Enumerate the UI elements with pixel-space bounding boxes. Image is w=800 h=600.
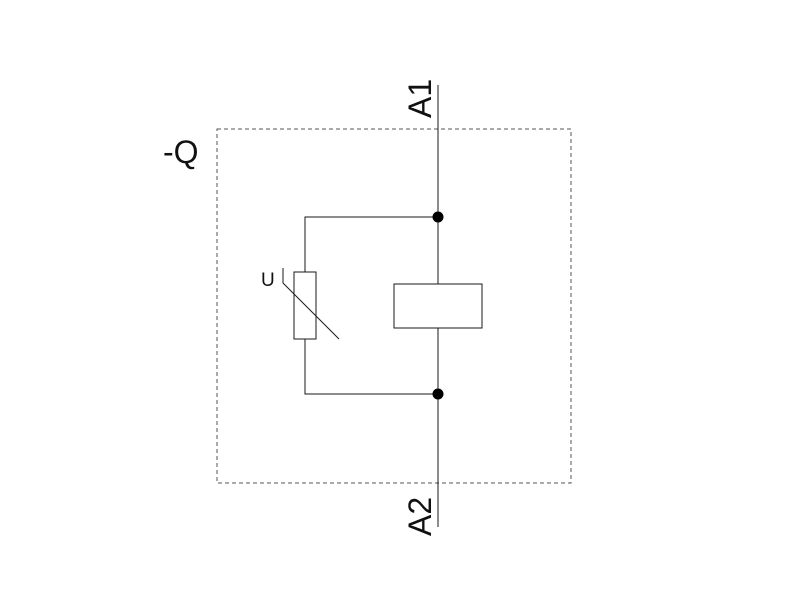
junction-node-top <box>432 211 444 223</box>
varistor-nonlinear-mark <box>282 268 340 340</box>
varistor-branch-bottom-wire <box>304 339 438 395</box>
terminal-a2-label: A2 <box>402 497 438 536</box>
component-designation-label: -Q <box>163 134 199 170</box>
relay-coil <box>393 283 483 329</box>
junction-node-bottom <box>432 388 444 400</box>
device-enclosure <box>216 128 572 484</box>
varistor-branch-top-wire <box>304 216 438 272</box>
terminal-a1-label: A1 <box>402 79 438 118</box>
varistor-voltage-label: U <box>261 270 275 291</box>
